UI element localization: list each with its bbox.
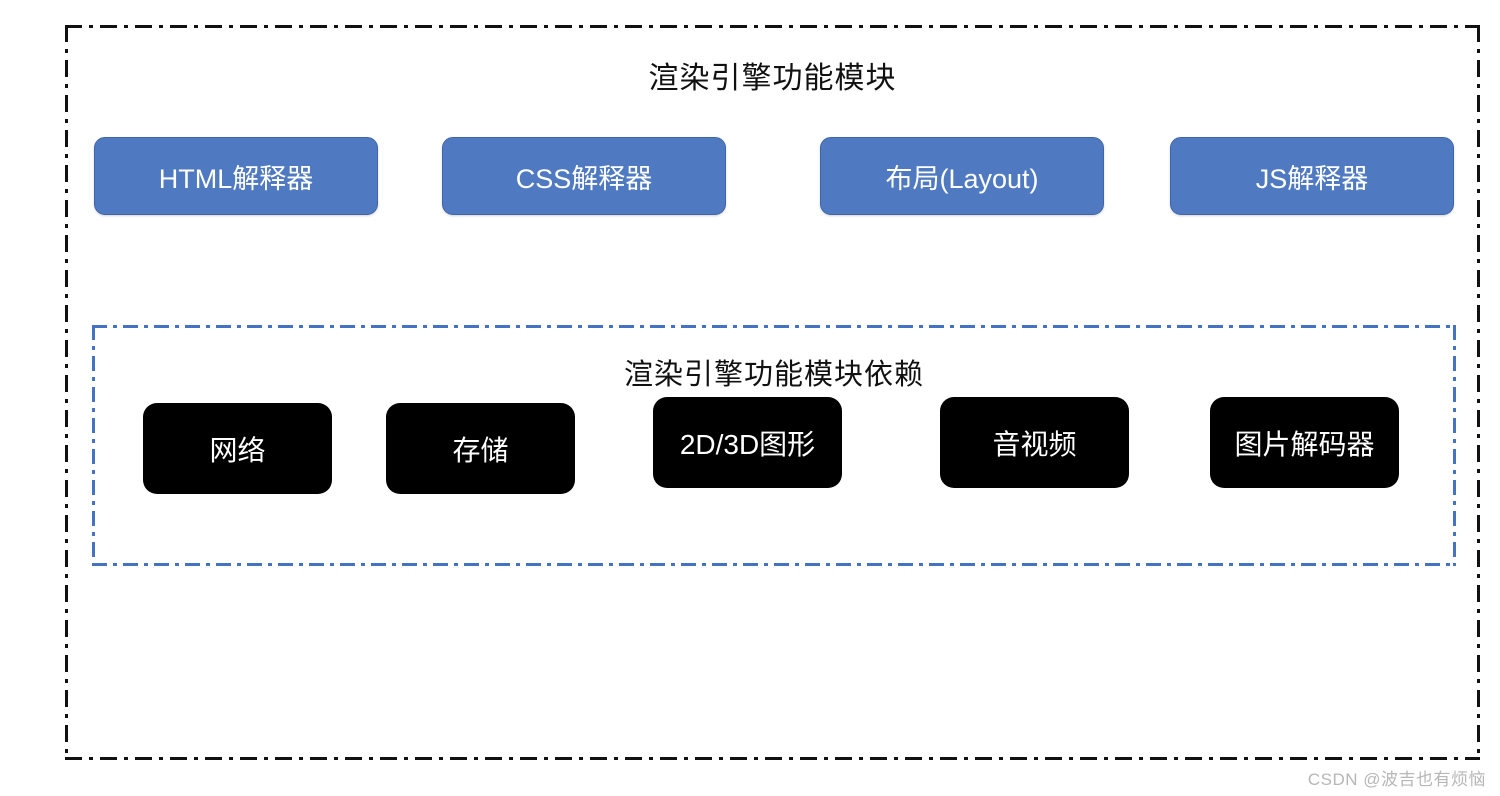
outer-diagram-frame: 渲染引擎功能模块 HTML解释器 CSS解释器 布局(Layout) JS解释器… bbox=[65, 25, 1480, 760]
inner-frame-right-border bbox=[1453, 325, 1456, 566]
dependency-box-storage[interactable]: 存储 bbox=[386, 403, 575, 494]
outer-frame-bottom-border bbox=[65, 757, 1480, 760]
outer-frame-title: 渲染引擎功能模块 bbox=[648, 62, 897, 95]
csdn-watermark: CSDN @波吉也有烦恼 bbox=[1307, 770, 1486, 789]
outer-frame-left-border bbox=[65, 25, 68, 760]
inner-dependency-frame: 渲染引擎功能模块依赖 网络 存储 2D/3D图形 音视频 图片解码器 bbox=[92, 325, 1456, 566]
outer-frame-right-border bbox=[1477, 25, 1480, 760]
module-box-html-parser[interactable]: HTML解释器 bbox=[94, 137, 378, 215]
dependency-row: 网络 存储 2D/3D图形 音视频 图片解码器 bbox=[92, 325, 1456, 566]
module-row: HTML解释器 CSS解释器 布局(Layout) JS解释器 bbox=[65, 137, 1480, 217]
inner-frame-bottom-border bbox=[92, 563, 1456, 566]
inner-frame-title: 渲染引擎功能模块依赖 bbox=[623, 359, 924, 391]
module-box-layout[interactable]: 布局(Layout) bbox=[820, 137, 1104, 215]
outer-frame-top-border bbox=[65, 25, 1480, 28]
inner-frame-left-border bbox=[92, 325, 95, 566]
dependency-box-image-decoder[interactable]: 图片解码器 bbox=[1210, 397, 1399, 488]
dependency-box-network[interactable]: 网络 bbox=[143, 403, 332, 494]
inner-frame-top-border bbox=[92, 325, 1456, 328]
module-box-css-parser[interactable]: CSS解释器 bbox=[442, 137, 726, 215]
dependency-box-2d-3d-graphics[interactable]: 2D/3D图形 bbox=[653, 397, 842, 488]
module-box-js-parser[interactable]: JS解释器 bbox=[1170, 137, 1454, 215]
dependency-box-audio-video[interactable]: 音视频 bbox=[940, 397, 1129, 488]
